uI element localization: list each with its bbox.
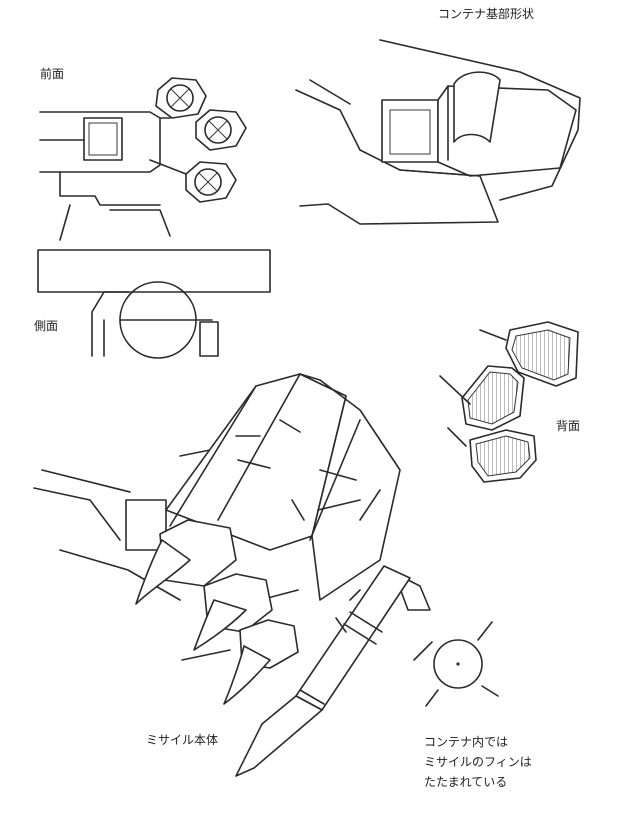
launcher-assembly-drawing (33, 373, 401, 705)
side-view-label: 側面 (34, 319, 59, 333)
missile-tube-bottom (185, 161, 237, 203)
container-base-shape-label: コンテナ基部形状 (438, 7, 535, 21)
fin-note-line3: たたまれている (424, 775, 508, 789)
container-base-drawing (295, 39, 581, 225)
missile-tube-top (155, 77, 207, 119)
front-view-label: 前面 (40, 67, 65, 81)
fin-note-line1: コンテナ内では (424, 735, 509, 749)
fin-note-line2: ミサイルのフィンは (424, 755, 532, 769)
folded-fin-section (413, 621, 499, 707)
rear-view-label: 背面 (556, 419, 581, 433)
side-view-drawing (37, 249, 271, 359)
missile-body-label: ミサイル本体 (146, 733, 219, 747)
missile-tube-right (195, 109, 247, 151)
missile-body-drawing (235, 565, 431, 777)
rear-view-drawing (439, 321, 579, 483)
front-view-drawing (39, 77, 247, 241)
